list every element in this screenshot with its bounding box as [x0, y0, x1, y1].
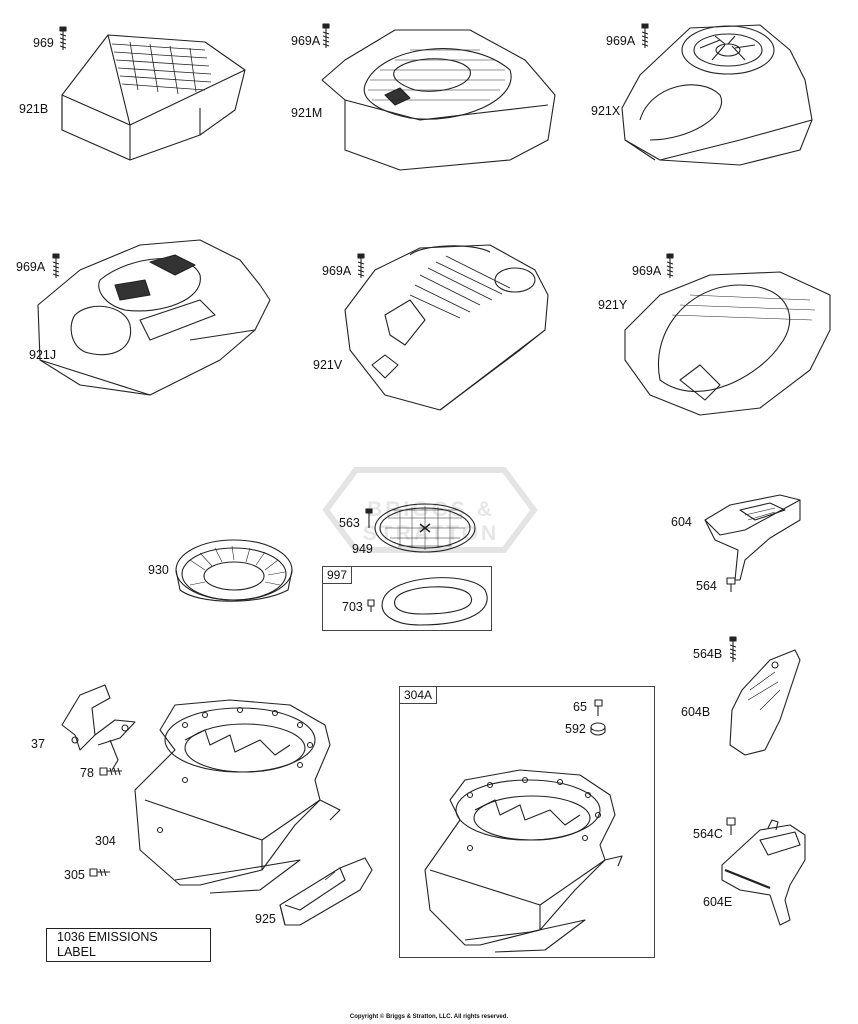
label-703: 703 [342, 600, 363, 614]
screw-969a-icon [666, 253, 674, 278]
nut-592-icon [590, 722, 606, 736]
bracket-604b-icon [729, 649, 801, 756]
label-921x: 921X [591, 104, 621, 118]
label-969a: 969A [606, 34, 636, 48]
label-921y: 921Y [598, 298, 628, 312]
kit-box-997-label: 997 [322, 566, 353, 584]
cover-921x-icon [621, 24, 813, 166]
label-563: 563 [339, 516, 360, 530]
kit-box-304a [399, 686, 655, 958]
emissions-label-box: 1036 EMISSIONS LABEL [46, 928, 211, 962]
screw-969a-icon [322, 23, 330, 48]
cover-921v-icon [344, 244, 549, 411]
screw-703-icon [367, 599, 375, 612]
label-564c: 564C [693, 827, 723, 841]
screw-564c-icon [726, 817, 736, 835]
label-304: 304 [95, 834, 116, 848]
cover-921m-icon [321, 29, 556, 171]
label-921v: 921V [313, 358, 343, 372]
screw-969-icon [59, 26, 67, 50]
shroud-604-icon [704, 494, 801, 581]
label-592: 592 [565, 722, 586, 736]
housing-304-icon [134, 699, 341, 894]
shroud-604e-icon [721, 819, 806, 926]
screw-564b-icon [729, 636, 737, 662]
label-604e: 604E [703, 895, 733, 909]
screw-564-icon [726, 577, 736, 592]
ring-997-icon [381, 577, 488, 626]
copyright-text: Copyright © Briggs & Stratton, LLC. All … [349, 1014, 509, 1020]
screw-969a-icon [641, 23, 649, 48]
screw-305-icon [89, 868, 110, 877]
cover-921y-icon [624, 271, 831, 416]
kit-box-304a-label: 304A [399, 686, 438, 704]
label-969: 969 [33, 36, 54, 50]
screw-78-icon [99, 767, 122, 776]
grille-930-icon [175, 539, 293, 602]
label-921b: 921B [19, 102, 49, 116]
screw-969a-icon [357, 253, 365, 278]
label-564: 564 [696, 579, 717, 593]
label-564b: 564B [693, 647, 723, 661]
label-949: 949 [352, 542, 373, 556]
cover-921j-icon [37, 239, 271, 396]
label-969a: 969A [16, 260, 46, 274]
label-969a: 969A [291, 34, 321, 48]
screw-563-icon [365, 508, 373, 528]
cover-921b-icon [61, 34, 246, 161]
screw-65-icon [594, 699, 603, 716]
housing-304a-icon [424, 769, 623, 953]
label-969a: 969A [322, 264, 352, 278]
screw-969a-icon [52, 253, 60, 278]
bracket-37-icon [61, 684, 136, 771]
baffle-925-icon [279, 857, 373, 926]
watermark-logo-icon [322, 467, 538, 553]
label-65: 65 [573, 700, 587, 714]
label-921m: 921M [291, 106, 323, 120]
label-925: 925 [255, 912, 276, 926]
label-78: 78 [80, 766, 94, 780]
label-604b: 604B [681, 705, 711, 719]
label-969a: 969A [632, 264, 662, 278]
label-37: 37 [31, 737, 45, 751]
label-305: 305 [64, 868, 85, 882]
label-930: 930 [148, 563, 169, 577]
label-604: 604 [671, 515, 692, 529]
kit-box-997 [322, 566, 492, 631]
screen-949-icon [374, 503, 476, 553]
label-921j: 921J [29, 348, 57, 362]
